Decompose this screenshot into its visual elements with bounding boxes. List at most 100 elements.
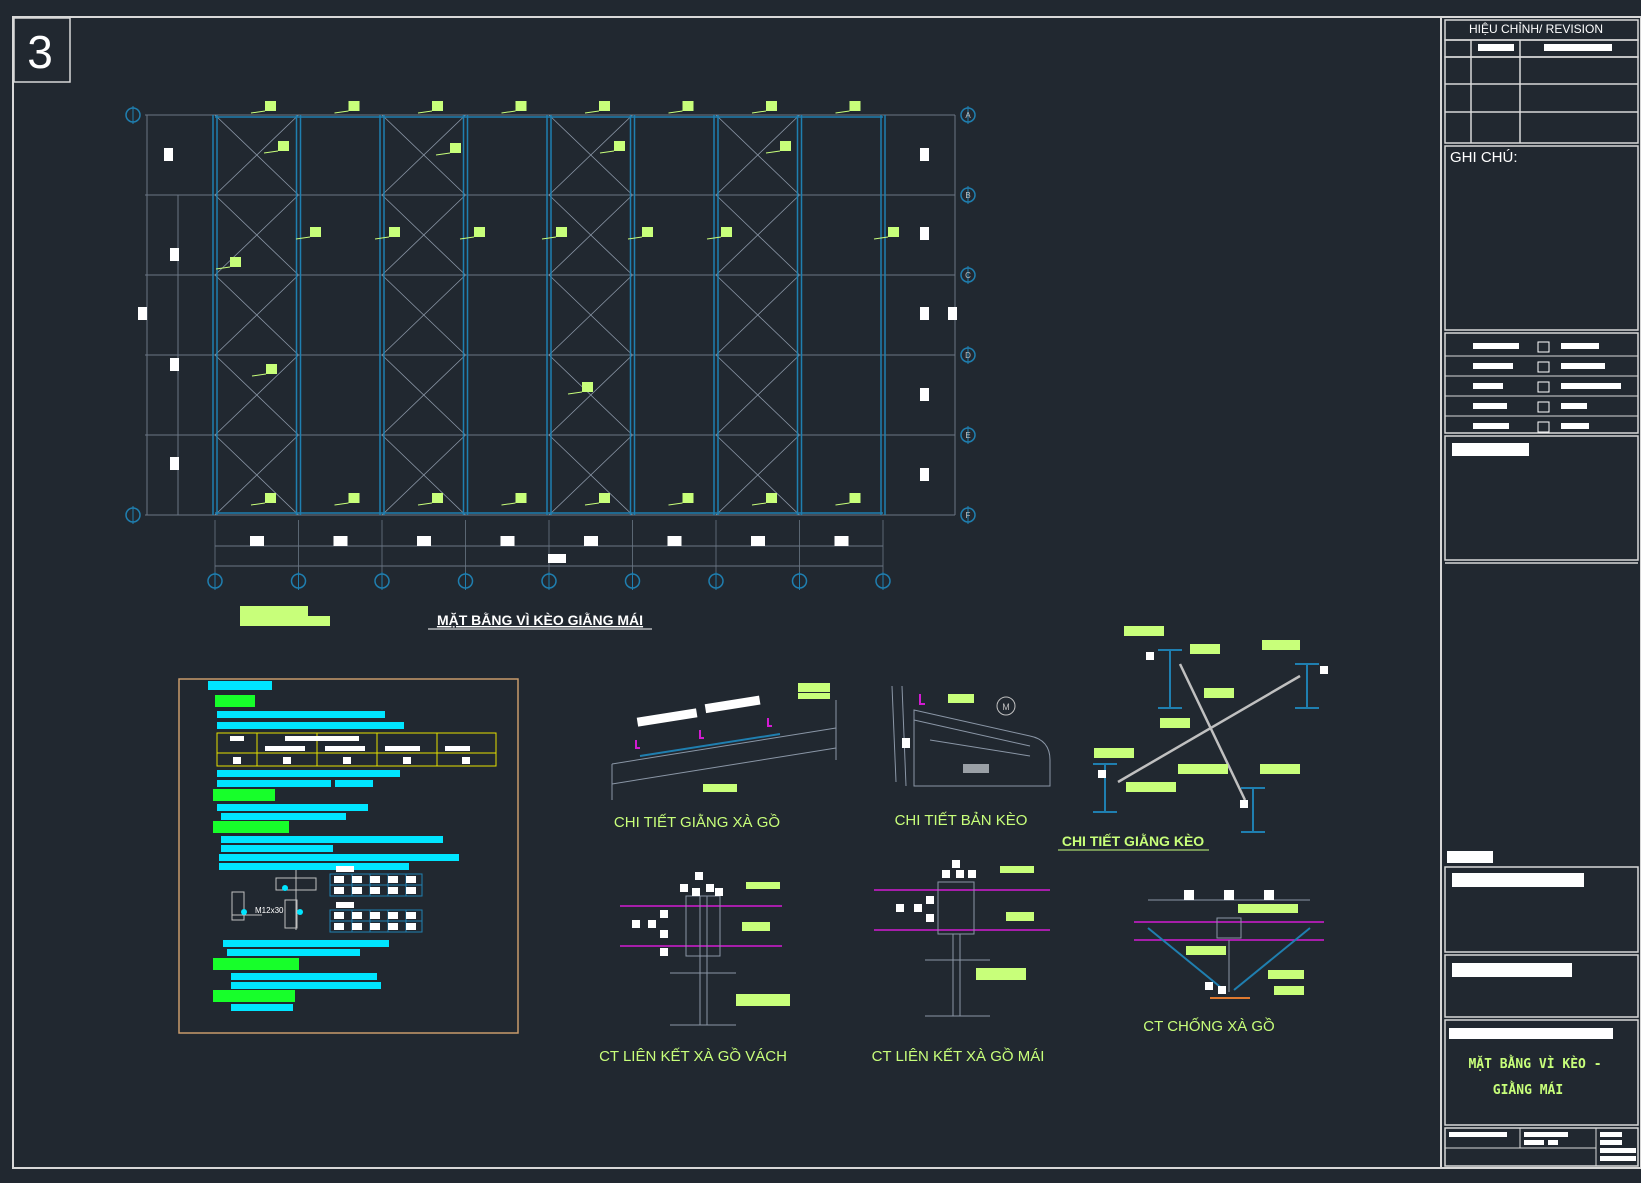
note-line (221, 845, 333, 852)
plan-brace (548, 354, 633, 436)
bolt-table-label (336, 902, 354, 908)
bolt-table-cell (370, 876, 380, 883)
member-tag-leader (374, 236, 390, 240)
note-line (231, 973, 377, 980)
detail-wall-purlin: CT LIÊN KẾT XÀ GỒ VÁCH (599, 872, 790, 1065)
member-tag-leader (215, 266, 231, 270)
dim-value-tag (170, 248, 179, 261)
note-line (217, 722, 404, 729)
detail-purlin-strut: CT CHỐNG XÀ GỒ (1134, 890, 1324, 1035)
detail-purlin-brace: CHI TIẾT GIẰNG XÀ GỒ (611, 683, 837, 831)
member-tag (888, 227, 899, 237)
note-heading (213, 990, 295, 1002)
plan-brace (548, 114, 633, 196)
member-tag (682, 493, 694, 503)
truss-brace-tag (1124, 626, 1164, 636)
member-tag-leader (501, 110, 516, 114)
bolt-table-cell (352, 876, 362, 883)
plan-x-bracing (214, 114, 800, 516)
member-tag (515, 101, 527, 111)
dim-value-tag (500, 536, 515, 546)
plan-brace (381, 434, 466, 516)
plan-brace (715, 194, 800, 276)
member-tag-leader (435, 152, 451, 156)
purlin-brace-tag (798, 683, 830, 692)
dim-value-tag (667, 536, 682, 546)
bolt-table-cell (334, 876, 344, 883)
member-tag-leader (417, 110, 433, 114)
checklist-label (1473, 343, 1519, 349)
member-tag (682, 101, 694, 111)
checklist-checkbox (1537, 341, 1550, 353)
haunch-title: CHI TIẾT BẢN KÈO (895, 812, 1028, 829)
bolt-table-cell (388, 912, 398, 919)
truss-brace-tag (1178, 764, 1228, 774)
plan-brace (214, 434, 299, 516)
member-tag-leader (334, 502, 349, 506)
plan-brace (214, 354, 299, 436)
member-tag-leader (584, 110, 600, 114)
member-tag-leader (668, 110, 683, 114)
note-line (217, 804, 368, 811)
dim-value-tag (138, 307, 147, 320)
truss-brace-bolt (1320, 666, 1328, 674)
bolt-label: M12x30 (255, 906, 284, 915)
member-tag (780, 141, 791, 151)
dim-value-tag (170, 358, 179, 371)
dim-value-tag (751, 536, 765, 546)
bolt-table-cell (406, 923, 416, 930)
roof-purlin-title: CT LIÊN KẾT XÀ GỒ MÁI (872, 1047, 1045, 1065)
member-tag-leader (541, 236, 557, 240)
member-tag (266, 364, 277, 374)
checklist-checkbox (1537, 361, 1550, 373)
member-tag (474, 227, 485, 237)
title-block-checklist (1445, 341, 1638, 437)
detail-roof-purlin: CT LIÊN KẾT XÀ GỒ MÁI (872, 860, 1050, 1065)
bolt-table-cell (370, 912, 380, 919)
bolt-table-cell (352, 912, 362, 919)
truss-brace-tag (1190, 644, 1220, 654)
member-tag (849, 493, 861, 503)
checklist-checkbox (1537, 381, 1550, 393)
member-tag-leader (765, 150, 781, 154)
note-heading (213, 821, 289, 833)
member-tag-leader (706, 236, 722, 240)
member-tag (721, 227, 732, 237)
member-tag (450, 143, 461, 153)
plan-brace (381, 114, 466, 196)
material-notes-box: M12x30 (178, 678, 519, 1034)
note-line (227, 949, 360, 956)
member-tag-leader (835, 502, 850, 506)
note-line (231, 982, 381, 989)
axis-label: E (965, 431, 970, 440)
member-tag-leader (751, 502, 767, 506)
member-tag-leader (501, 502, 516, 506)
member-tag (310, 227, 321, 237)
notes-header: GHI CHÚ: (1450, 149, 1518, 166)
axis-label: A (965, 111, 971, 120)
member-tag-leader (668, 502, 683, 506)
note-line (208, 681, 272, 690)
truss-brace-tag (1262, 640, 1300, 650)
axis-label: C (965, 271, 971, 280)
plan-brace (715, 354, 800, 436)
revision-row-fields (1478, 44, 1612, 51)
plan-brace (715, 434, 800, 516)
title-block-bottom-dividers (1445, 1128, 1597, 1166)
sheet-number-box: 3 (13, 17, 71, 83)
wall-purlin-title: CT LIÊN KẾT XÀ GỒ VÁCH (599, 1047, 787, 1065)
checklist-label (1473, 403, 1507, 409)
haunch-mark: M (1002, 702, 1010, 712)
member-tag (432, 101, 443, 111)
member-tag (265, 101, 276, 111)
member-tag (230, 257, 241, 267)
member-tag-leader (584, 502, 600, 506)
bolt-table-cell (334, 923, 344, 930)
checklist-value (1561, 403, 1587, 409)
dim-value-tag (920, 227, 929, 240)
member-tag-leader (599, 150, 615, 154)
dim-value-tag (948, 307, 957, 320)
bolt-tables (329, 866, 423, 933)
member-tag (278, 141, 289, 151)
